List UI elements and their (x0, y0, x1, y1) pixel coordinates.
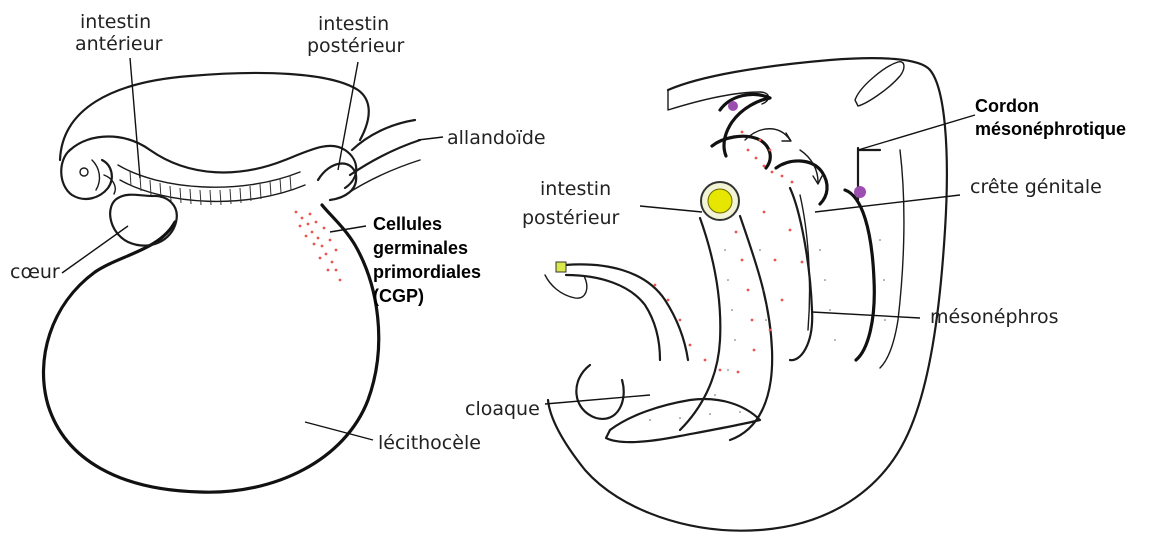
label-intestin-posterieur-right-2: postérieur (522, 207, 620, 229)
embryo-body-dorsal (70, 137, 356, 189)
right-embryo-figure: Cordon mésonéphrotique intestin postérie… (465, 58, 1126, 531)
cord-dot-top (728, 101, 738, 111)
label-mesonephros: mésonéphros (930, 306, 1058, 328)
label-cordon-2: mésonéphrotique (975, 119, 1126, 139)
germ-cells-left (295, 211, 342, 282)
germ-cells-right (654, 131, 804, 374)
label-lecithocele: lécithocèle (378, 432, 481, 454)
label-cloaque: cloaque (465, 398, 540, 420)
label-cellules-1: Cellules (373, 214, 442, 234)
somite-band-bottom (120, 180, 305, 201)
eye (80, 168, 88, 176)
somites (130, 171, 291, 205)
hindgut-end-cap (556, 262, 566, 272)
hindgut-loop (318, 164, 356, 200)
leader-coeur (62, 226, 128, 273)
label-intestin-posterieur-left-1: intestin (318, 13, 389, 35)
leader-intestin-posterieur-left (338, 62, 358, 170)
label-coeur: cœur (10, 261, 60, 283)
genital-ridge (845, 190, 874, 360)
gut-tube-lower (730, 216, 772, 440)
hindgut-tube-bottom (566, 275, 660, 360)
cord-dot-right (854, 186, 866, 198)
hindgut-tube-top (565, 264, 688, 360)
leader-intestin-anterieur (130, 58, 140, 178)
left-embryo-figure: intestin antérieur intestin postérieur a… (10, 11, 546, 492)
right-ridge-outer (880, 150, 904, 368)
coelom-arc-2 (712, 136, 770, 168)
label-intestin-anterieur-1: intestin (80, 11, 151, 33)
body-outline (548, 58, 947, 531)
leader-allandoide (418, 137, 443, 140)
label-intestin-posterieur-right-1: intestin (540, 178, 611, 200)
label-cellules-3: primordiales (373, 262, 481, 282)
label-cellules-4: (CGP) (373, 286, 424, 306)
gut-lumen (708, 189, 732, 213)
label-intestin-posterieur-left-2: postérieur (307, 35, 405, 57)
somite-band-top (118, 165, 300, 187)
label-crete-genitale: crête génitale (970, 176, 1102, 198)
label-intestin-anterieur-2: antérieur (75, 33, 163, 55)
allantois-stalk-2 (350, 140, 420, 175)
leader-cloaque (545, 395, 650, 404)
leader-crete-genitale (815, 195, 960, 212)
leader-intestin-posterieur-right (640, 206, 702, 212)
tail-fold (576, 365, 623, 419)
leader-lecithocele (305, 422, 373, 440)
yolk-sac-outline (43, 205, 378, 492)
label-cordon-1: Cordon (975, 96, 1039, 116)
label-cellules-2: germinales (373, 238, 468, 258)
label-allandoide: allandoïde (447, 127, 546, 149)
hindgut-tube-open (545, 275, 587, 298)
leader-mesonephros (812, 312, 920, 318)
heart-outline (110, 195, 177, 246)
leader-cgp (330, 226, 366, 232)
leader-cordon (858, 115, 975, 150)
migration-arrow-head-1 (782, 133, 791, 141)
neural-groove (855, 62, 904, 106)
cloaca-outline (606, 399, 760, 442)
